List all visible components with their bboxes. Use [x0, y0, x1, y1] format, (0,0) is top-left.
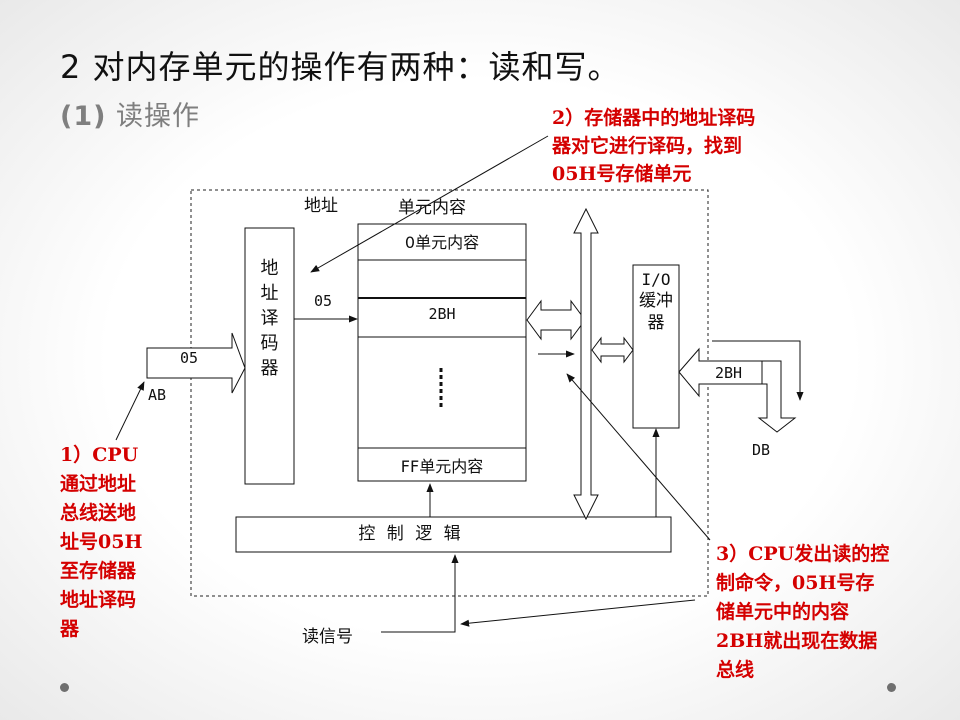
control-logic-box [235, 516, 672, 553]
subtitle-number: (1) [60, 101, 107, 132]
note-1: 1）CPU 通过地址 总线送地 址号05H 至存储器 地址译码 器 [60, 444, 143, 640]
internal-data-bus-arrow [573, 207, 599, 521]
note2-leader-arrow [310, 135, 549, 273]
io-buffer-box [632, 264, 680, 429]
memory-cells-box [357, 223, 527, 482]
note-2: 2）存储器中的地址译码 器对它进行译码，找到 05H号存储单元 [552, 107, 756, 185]
db-label: DB [752, 441, 771, 459]
slide-subtitle: (1) 读操作 [60, 94, 200, 133]
control-logic-label: 控 制 逻 辑 [358, 524, 464, 544]
decoder-output-value: 05 [314, 292, 333, 310]
ab-label: AB [148, 386, 167, 404]
cell-0-label: 0单元内容 [404, 233, 480, 252]
ab-value: 05 [180, 349, 199, 367]
address-decoder-box [244, 227, 295, 485]
cell-2bh-label: 2BH [428, 305, 456, 323]
cell-bus-double-arrow [526, 299, 586, 341]
bus-buffer-double-arrow [591, 336, 634, 364]
read-signal-arrow [381, 554, 459, 633]
subtitle-text: 读操作 [106, 101, 201, 132]
decoder-label: 地 址 译 码 器 [260, 258, 279, 379]
memory-boundary [190, 189, 709, 597]
db-output-arrow [712, 340, 804, 401]
cell-ff-label: FF单元内容 [400, 457, 484, 476]
read-signal-label: 读信号 [302, 627, 353, 647]
note3-read-arrow [460, 599, 696, 627]
slide-corner-dot [60, 683, 69, 692]
slide-corner-dot [887, 683, 896, 692]
ab-bus-arrow [146, 332, 246, 394]
note3-leader-arrow [566, 373, 711, 541]
io-buffer-label: I/O 缓冲 器 [639, 270, 673, 333]
note1-leader-arrow [115, 381, 145, 441]
slide-title: 2 对内存单元的操作有两种：读和写。 [60, 48, 621, 86]
cell-content-label: 单元内容 [398, 198, 466, 218]
note-3: 3）CPU发出读的控 制命令，05H号存 储单元中的内容 2BH就出现在数据 总… [716, 543, 890, 681]
db-value: 2BH [715, 364, 743, 382]
address-label: 地址 [304, 196, 338, 216]
db-output-block [757, 360, 797, 433]
